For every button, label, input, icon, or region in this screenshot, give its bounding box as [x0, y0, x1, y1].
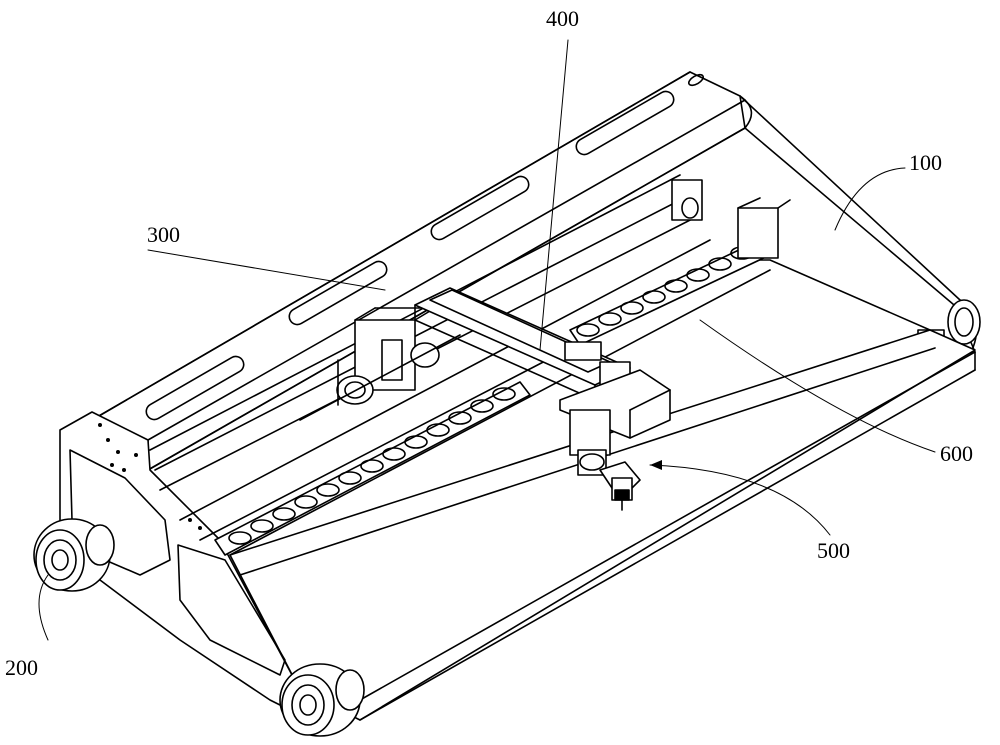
label-300: 300 [147, 222, 180, 247]
tool-head [569, 409, 641, 511]
label-600: 600 [940, 441, 973, 466]
x-axis-carriage [299, 307, 461, 421]
front-rollers [228, 387, 516, 545]
roller-track-back [569, 179, 791, 346]
rail-slots [145, 90, 675, 421]
leader-400 [539, 39, 569, 351]
label-500: 500 [817, 538, 850, 563]
back-rollers [576, 246, 754, 337]
leader-100 [834, 167, 906, 231]
leader-lines [38, 39, 936, 641]
wheel-right [279, 663, 365, 737]
label-400: 400 [546, 6, 579, 31]
label-200: 200 [5, 655, 38, 680]
leader-200 [38, 574, 49, 641]
roller-track-front [214, 381, 531, 556]
leader-500 [649, 464, 831, 536]
guide-rails [149, 174, 771, 556]
leader-300 [147, 249, 386, 291]
leader-600 [699, 319, 936, 453]
label-100: 100 [909, 150, 942, 175]
